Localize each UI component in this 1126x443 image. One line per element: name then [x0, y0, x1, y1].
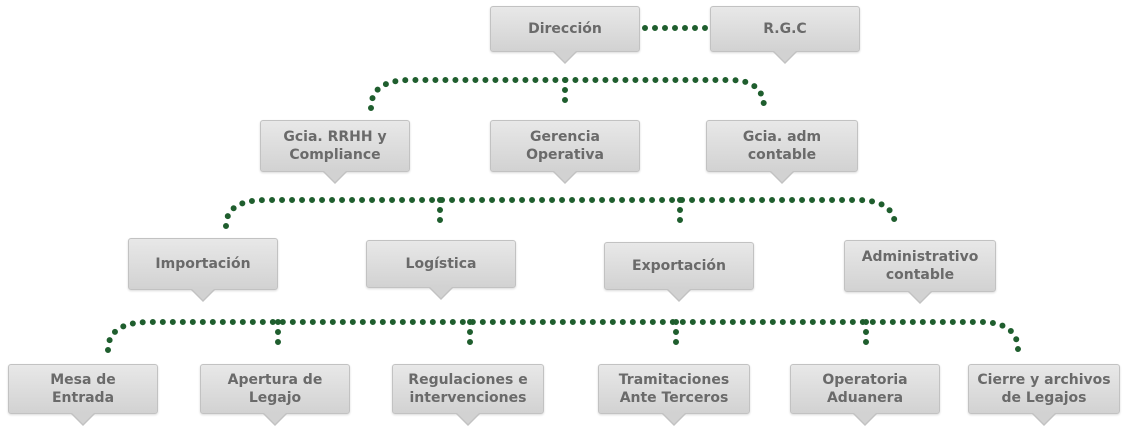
node-administrativo-contable: Administrativo contable — [844, 240, 996, 304]
node-exportacion: Exportación — [604, 242, 754, 302]
node-apertura-de-legajo: Apertura de Legajo — [200, 364, 350, 426]
node-mesa-de-entrada: Mesa de Entrada — [8, 364, 158, 426]
connector-level3-arc — [105, 319, 1021, 353]
node-gcia-rrhh-compliance: Gcia. RRHH y Compliance — [260, 120, 410, 184]
node-gerencia-operativa: Gerencia Operativa — [490, 120, 640, 184]
connector-level1-arc — [368, 77, 767, 111]
node-gcia-adm-contable: Gcia. adm contable — [706, 120, 858, 184]
node-rgc: R.G.C — [710, 6, 860, 64]
node-tramitaciones-ante-terceros: Tramitaciones Ante Terceros — [598, 364, 750, 426]
node-cierre-y-archivos-de-legajos: Cierre y archivos de Legajos — [968, 364, 1120, 426]
node-direccion: Dirección — [490, 6, 640, 64]
node-operatoria-aduanera: Operatoria Aduanera — [790, 364, 940, 426]
node-regulaciones-e-intervenciones: Regulaciones e intervenciones — [392, 364, 544, 426]
node-importacion: Importación — [128, 238, 278, 302]
node-logistica: Logística — [366, 240, 516, 300]
connector-level2-arc — [223, 197, 898, 229]
